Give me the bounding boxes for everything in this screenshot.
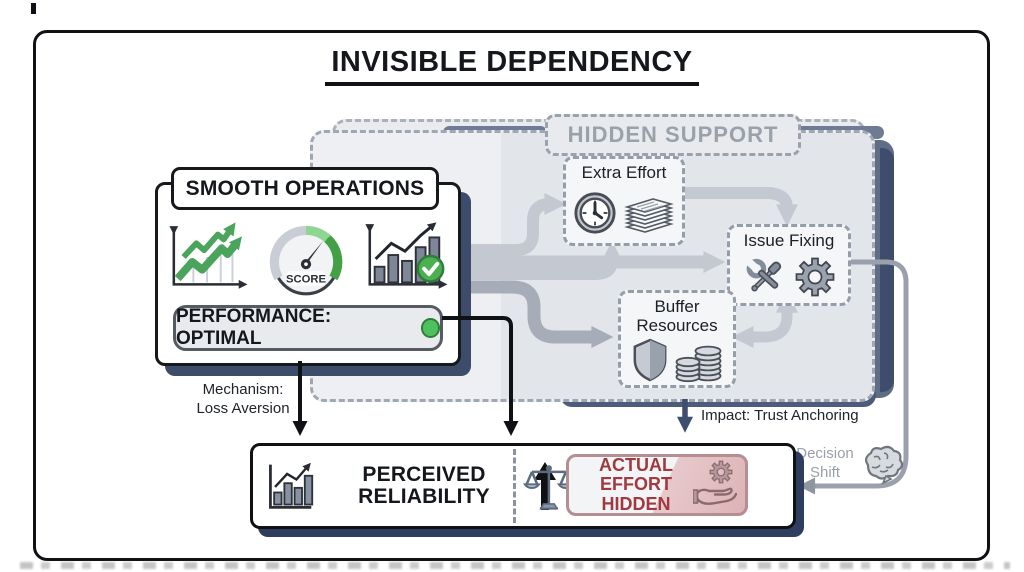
hidden-support-shadow-right-dark xyxy=(880,148,894,392)
node-label: Issue Fixing xyxy=(743,231,835,250)
outcome-box: PERCEIVED RELIABILITY ACTUAL EFFORT xyxy=(250,443,796,529)
node-label: Buffer Resources xyxy=(636,297,718,335)
bar-chart-check-icon xyxy=(365,222,448,289)
reliability-bars-icon xyxy=(269,462,314,509)
performance-status-pill: PERFORMANCE: OPTIMAL xyxy=(173,305,443,351)
title-row: INVISIBLE DEPENDENCY xyxy=(0,46,1024,86)
score-gauge-icon: SCORE xyxy=(269,225,343,296)
smooth-operations-box: SCORE PERFORMANCE: OPTIMAL xyxy=(155,182,461,366)
actual-effort-hidden-label: ACTUAL EFFORT HIDDEN xyxy=(599,454,673,514)
impact-label: Impact: Trust Anchoring xyxy=(701,407,859,424)
node-extra-effort: Extra Effort xyxy=(563,156,685,246)
clock-icon xyxy=(574,192,616,234)
outcome-divider xyxy=(513,449,516,523)
decision-shift-label: Decision Shift xyxy=(796,445,854,481)
node-buffer-resources: Buffer Resources xyxy=(618,290,736,388)
status-dot-green xyxy=(420,318,440,338)
frame-corner-tick xyxy=(31,3,36,14)
page-title: INVISIBLE DEPENDENCY xyxy=(325,46,699,86)
mechanism-label: Mechanism: Loss Aversion xyxy=(196,381,290,417)
outer-frame xyxy=(33,30,990,561)
smooth-operations-header: SMOOTH OPERATIONS xyxy=(171,167,439,210)
node-label: Extra Effort xyxy=(581,163,667,182)
growth-trend-icon xyxy=(169,222,248,289)
brain-icon xyxy=(864,445,904,485)
performance-status-text: PERFORMANCE: OPTIMAL xyxy=(176,306,332,349)
paper-stack-icon xyxy=(624,198,674,233)
cropped-text-artifact xyxy=(20,562,1010,569)
shield-icon xyxy=(633,338,667,382)
gauge-score-label: SCORE xyxy=(286,274,326,286)
brain-icon-wrap xyxy=(858,443,906,487)
hidden-support-label: HIDDEN SUPPORT xyxy=(545,114,801,156)
perceived-reliability-label: PERCEIVED RELIABILITY xyxy=(358,462,490,508)
gear-icon xyxy=(795,257,835,297)
node-issue-fixing: Issue Fixing xyxy=(727,224,851,306)
coin-stacks-icon xyxy=(675,345,722,383)
crossed-tools-icon xyxy=(746,258,782,292)
actual-effort-hidden-box: ACTUAL EFFORT HIDDEN xyxy=(566,454,748,516)
gear-hand-icon xyxy=(693,460,737,505)
up-arrow-icon xyxy=(534,462,556,510)
